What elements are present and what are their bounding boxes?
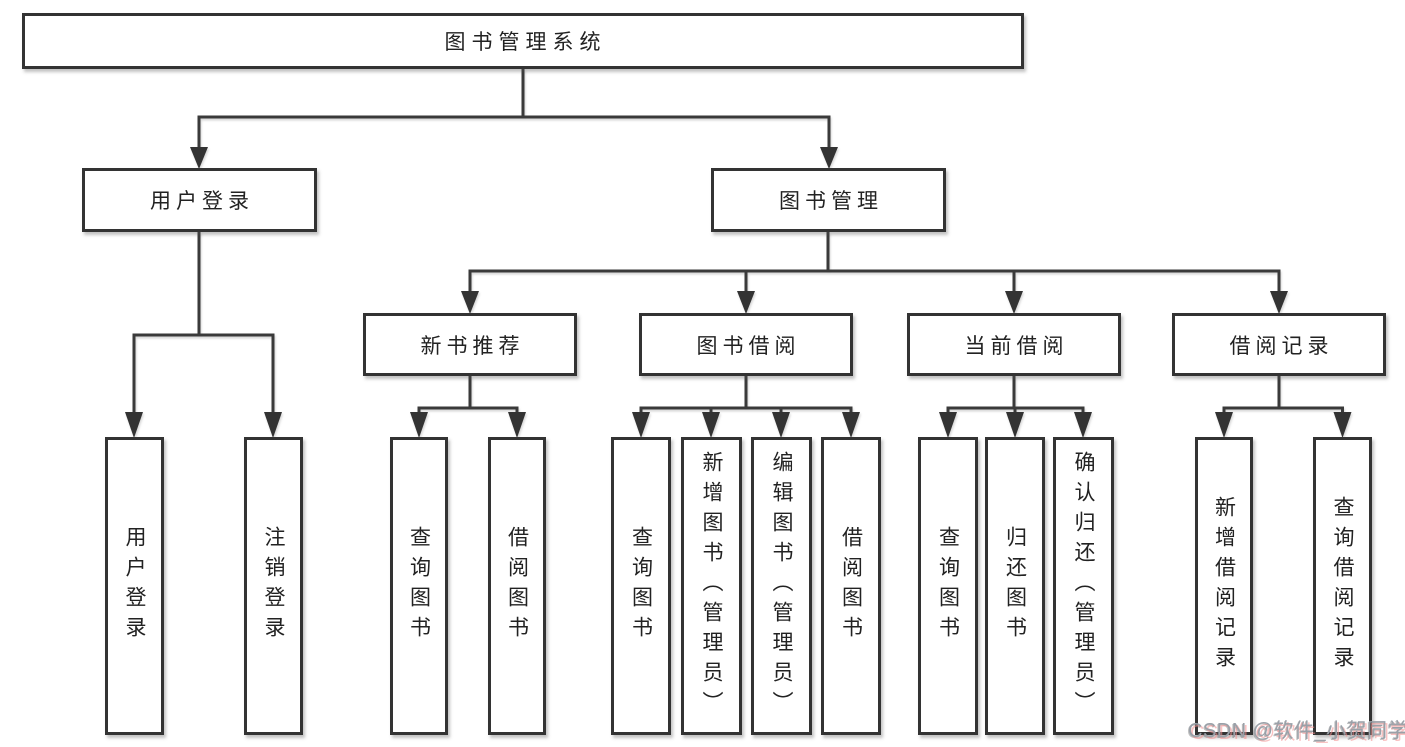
leaf-label: 注销登录 xyxy=(262,526,285,646)
node-new-book-recommend: 新书推荐 xyxy=(363,313,577,376)
arrow-down-icon xyxy=(842,412,860,438)
leaf-query-borrow-record: 查询借阅记录 xyxy=(1313,437,1372,735)
arrow-down-icon xyxy=(410,412,428,438)
arrow-down-icon xyxy=(939,412,957,438)
node-label: 当前借阅 xyxy=(964,334,1069,358)
connector-user-branch xyxy=(125,232,282,438)
watermark: CSDN @软件_小贺同学 xyxy=(1188,720,1405,742)
connector-root-to-level2 xyxy=(190,69,838,169)
arrow-down-icon xyxy=(461,291,479,314)
leaf-label: 借阅图书 xyxy=(505,526,529,646)
leaf-edit-book-admin: 编辑图书（管理员） xyxy=(751,437,812,735)
leaf-label: 查询图书 xyxy=(407,526,431,646)
arrow-down-icon xyxy=(820,147,838,169)
arrow-down-icon xyxy=(702,412,720,438)
node-book-borrow: 图书借阅 xyxy=(639,313,853,376)
arrow-down-icon xyxy=(737,291,755,314)
node-book-management-branch: 图书管理 xyxy=(711,168,946,232)
leaf-confirm-return-admin: 确认归还（管理员） xyxy=(1053,437,1114,735)
connector-borrow-records-group xyxy=(1215,376,1352,438)
node-label: 用户登录 xyxy=(150,190,254,213)
leaf-borrow-book: 借阅图书 xyxy=(821,437,881,735)
leaf-query-book-recommend: 查询图书 xyxy=(390,437,448,735)
leaf-query-book-borrow: 查询图书 xyxy=(611,437,671,735)
leaf-add-borrow-record: 新增借阅记录 xyxy=(1195,437,1253,735)
leaf-label: 新增图书（管理员） xyxy=(700,451,723,721)
node-label: 图书管理系统 xyxy=(444,31,607,54)
arrow-down-icon xyxy=(1006,412,1024,438)
leaf-label: 编辑图书（管理员） xyxy=(770,451,793,721)
connector-new-book-group xyxy=(410,376,526,438)
leaf-user-login: 用户登录 xyxy=(105,437,164,735)
leaf-logout: 注销登录 xyxy=(244,437,303,735)
leaf-return-book: 归还图书 xyxy=(985,437,1045,735)
leaf-label: 借阅图书 xyxy=(839,526,863,646)
leaf-query-book-current: 查询图书 xyxy=(918,437,978,735)
leaf-label: 查询图书 xyxy=(936,526,960,646)
leaf-label: 查询图书 xyxy=(629,526,653,646)
arrow-down-icon xyxy=(1074,412,1092,438)
arrow-down-icon xyxy=(1270,291,1288,314)
node-library-management-system: 图书管理系统 xyxy=(22,13,1024,69)
node-user-login-branch: 用户登录 xyxy=(82,168,317,232)
arrow-down-icon xyxy=(1333,412,1352,438)
connector-book-borrow-group xyxy=(632,376,860,438)
leaf-label: 查询借阅记录 xyxy=(1331,496,1354,676)
node-label: 图书借阅 xyxy=(696,334,801,358)
leaf-label: 用户登录 xyxy=(123,526,146,646)
arrow-down-icon xyxy=(632,412,650,438)
leaf-label: 新增借阅记录 xyxy=(1212,496,1236,676)
arrow-down-icon xyxy=(1215,412,1233,438)
node-label: 借阅记录 xyxy=(1229,334,1334,358)
arrow-down-icon xyxy=(508,412,526,438)
arrow-down-icon xyxy=(264,412,282,438)
connector-book-branch xyxy=(461,232,1288,314)
leaf-borrow-book-recommend: 借阅图书 xyxy=(488,437,546,735)
leaf-label: 归还图书 xyxy=(1003,526,1027,646)
arrow-down-icon xyxy=(1005,291,1023,314)
leaf-label: 确认归还（管理员） xyxy=(1072,451,1095,721)
node-borrow-records: 借阅记录 xyxy=(1172,313,1386,376)
arrow-down-icon xyxy=(125,412,143,438)
arrow-down-icon xyxy=(190,147,208,169)
leaf-add-book-admin: 新增图书（管理员） xyxy=(681,437,742,735)
node-label: 图书管理 xyxy=(779,190,883,213)
arrow-down-icon xyxy=(772,412,790,438)
node-current-borrow: 当前借阅 xyxy=(907,313,1121,376)
node-label: 新书推荐 xyxy=(420,334,525,358)
connector-current-borrow-group xyxy=(939,376,1092,438)
